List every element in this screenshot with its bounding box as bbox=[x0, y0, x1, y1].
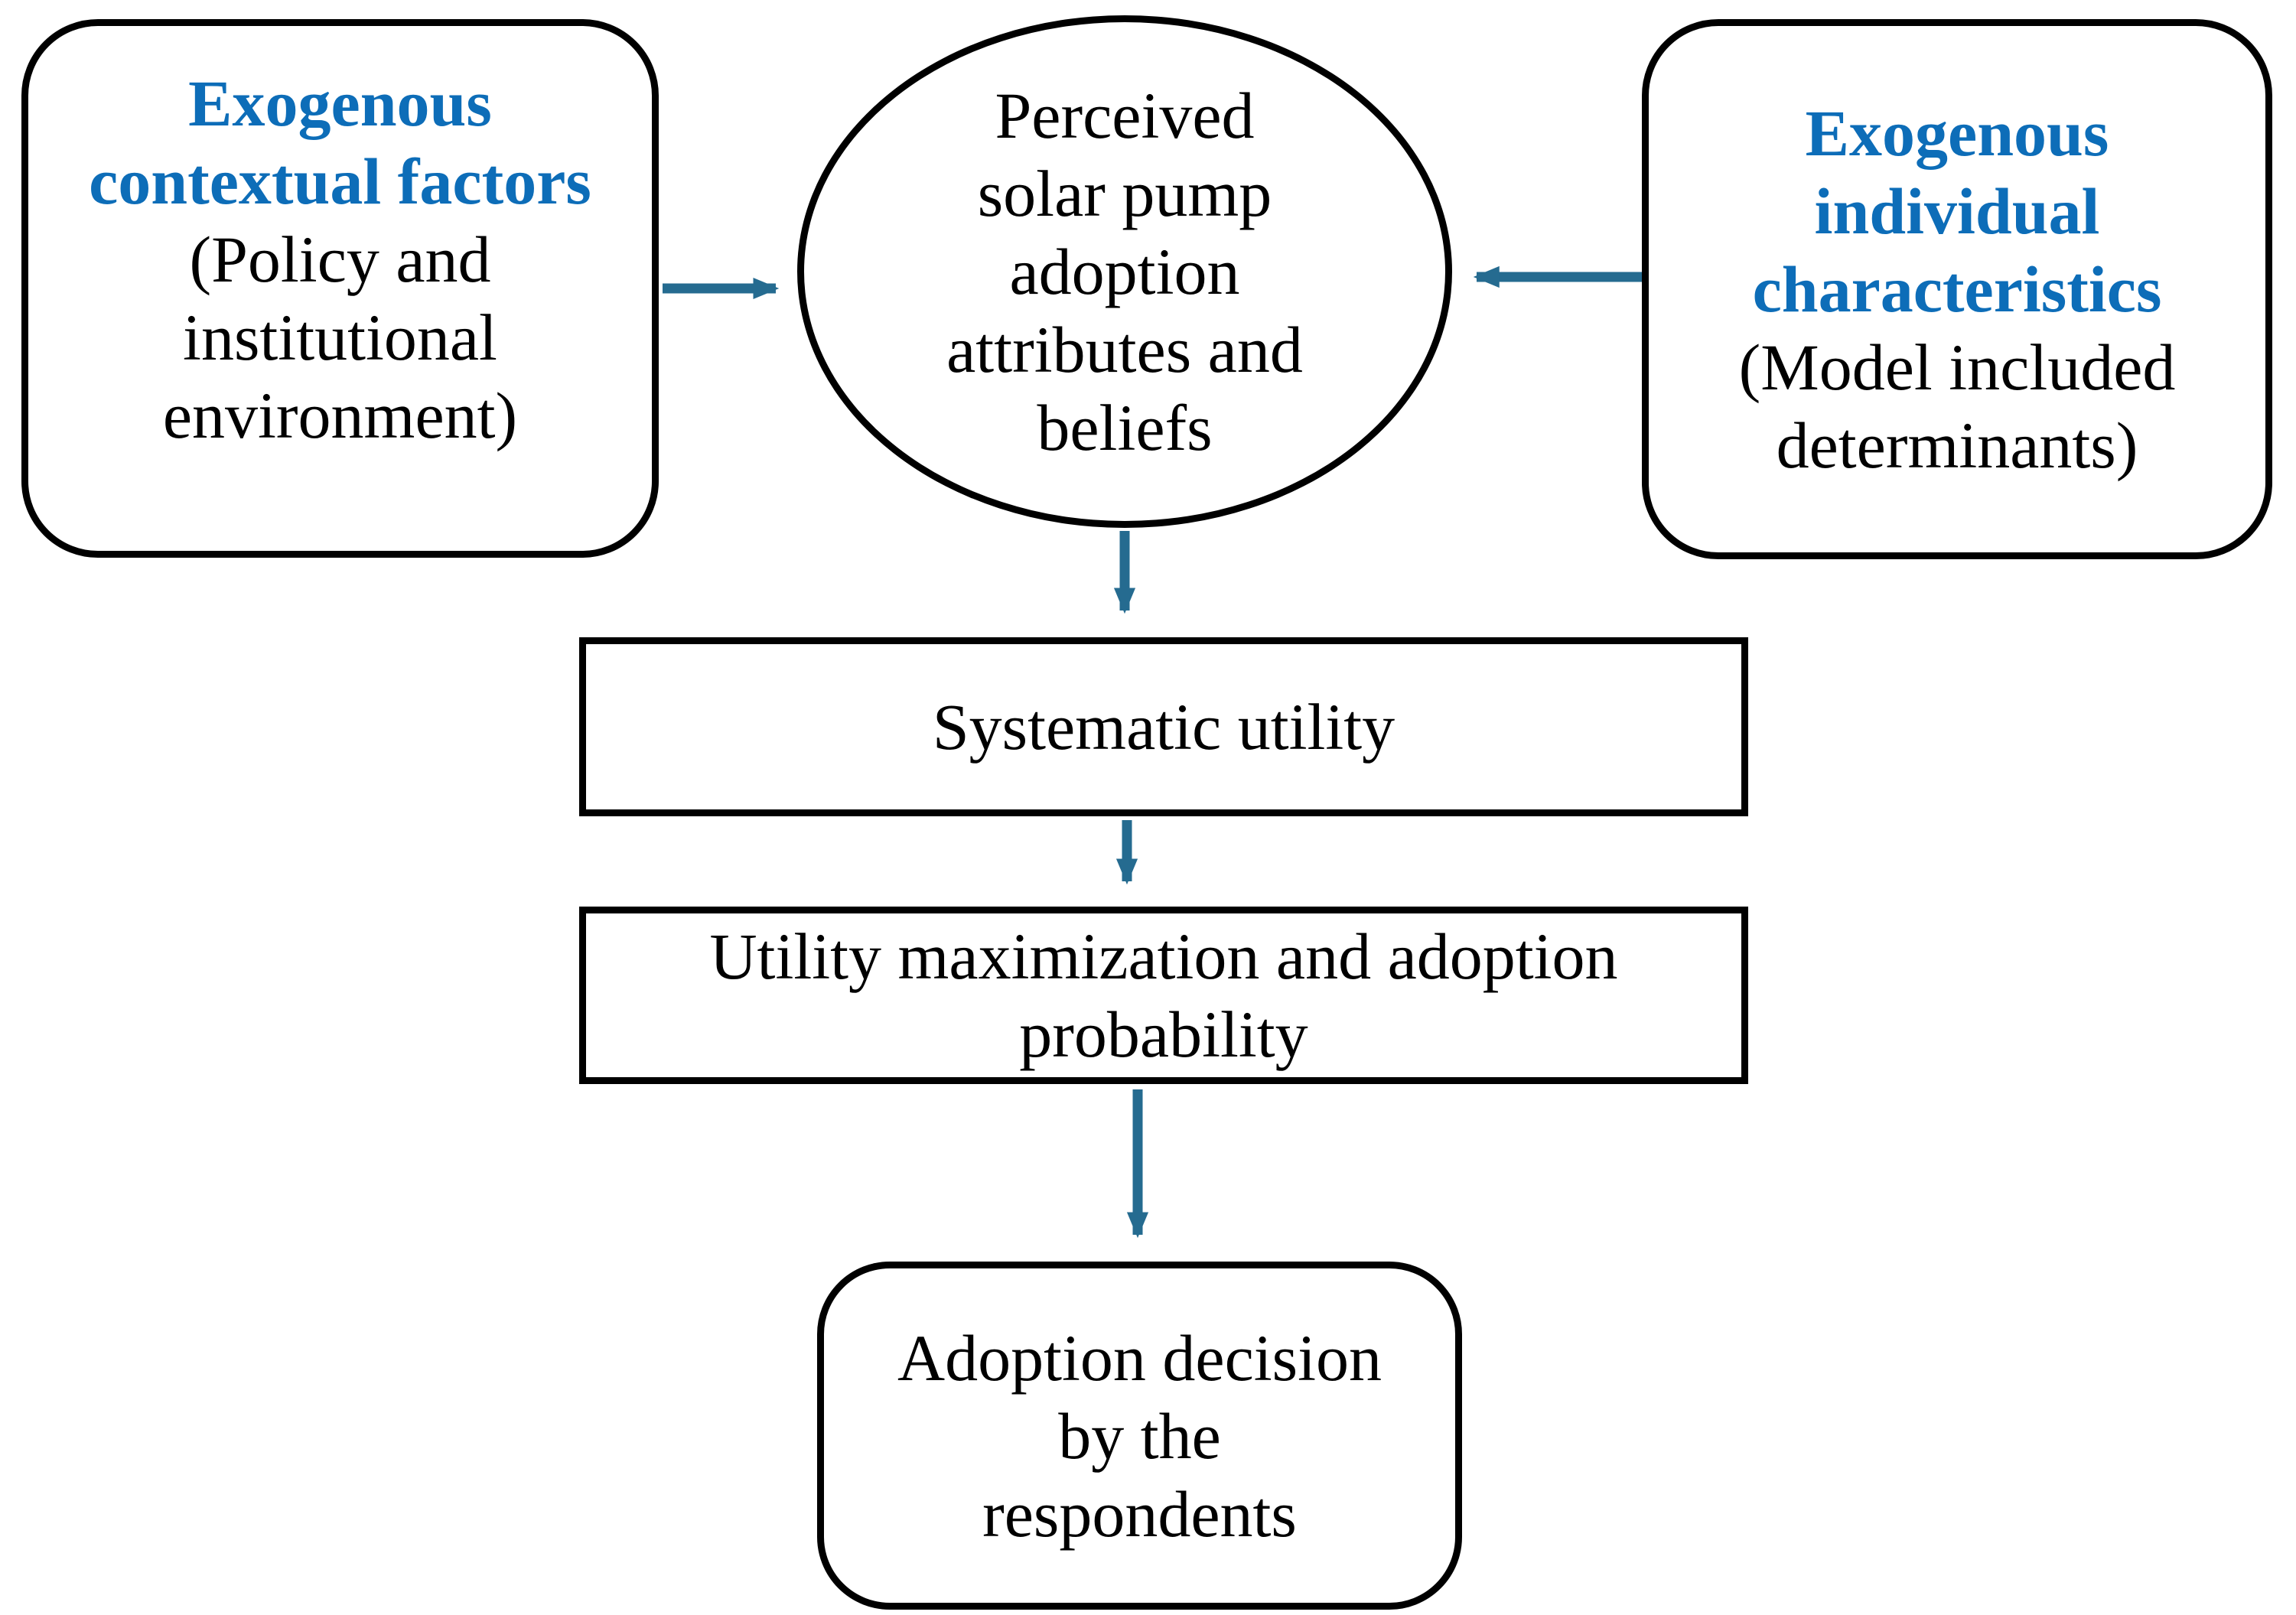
adoption-decision-line: respondents bbox=[982, 1477, 1297, 1551]
adoption-decision-box: Adoption decision by the respondents bbox=[817, 1262, 1462, 1610]
perceived-attributes-ellipse: Perceived solar pump adoption attributes… bbox=[797, 15, 1452, 528]
ellipse-line: Perceived bbox=[995, 79, 1255, 152]
systematic-utility-box: Systematic utility bbox=[579, 637, 1748, 816]
ellipse-line: adoption bbox=[1009, 235, 1240, 308]
ellipse-line: attributes and bbox=[946, 313, 1303, 386]
utility-maximization-box: Utility maximization and adoption probab… bbox=[579, 907, 1748, 1084]
ellipse-line: solar pump bbox=[977, 157, 1272, 230]
left-box-body-line: institutional bbox=[183, 301, 497, 374]
right-box-title-line: individual bbox=[1814, 174, 2100, 248]
ellipse-line: beliefs bbox=[1037, 391, 1213, 464]
left-box-title-line: contextual factors bbox=[89, 145, 591, 218]
right-box-body-line: determinants) bbox=[1776, 409, 2138, 482]
left-box-body-line: (Policy and bbox=[189, 223, 491, 296]
systematic-utility-label: Systematic utility bbox=[932, 690, 1396, 764]
exogenous-contextual-factors-box: Exogenous contextual factors (Policy and… bbox=[21, 19, 659, 558]
left-box-title-line: Exogenous bbox=[188, 67, 492, 140]
adoption-decision-line: by the bbox=[1058, 1398, 1221, 1473]
exogenous-individual-characteristics-box: Exogenous individual characteristics (Mo… bbox=[1642, 19, 2272, 559]
right-box-title-line: characteristics bbox=[1752, 252, 2162, 326]
adoption-decision-line: Adoption decision bbox=[897, 1320, 1382, 1395]
left-box-body-line: environment) bbox=[162, 379, 518, 452]
right-box-title-line: Exogenous bbox=[1805, 96, 2109, 170]
right-box-body-line: (Model included bbox=[1738, 330, 2176, 404]
utility-maximization-line: probability bbox=[1019, 998, 1308, 1071]
utility-maximization-line: Utility maximization and adoption bbox=[709, 920, 1618, 993]
